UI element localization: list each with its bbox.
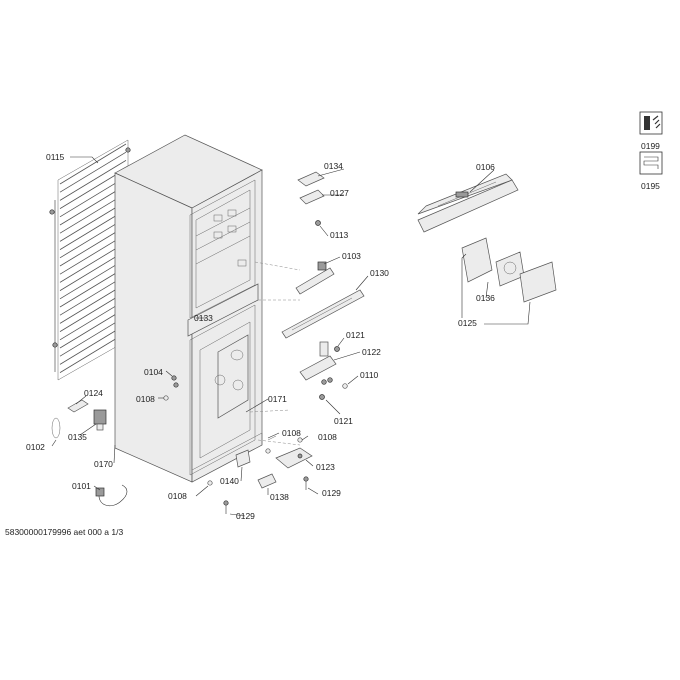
part-labels: 0115 0102 0124 0135 0170 0101 0104 0108 … xyxy=(26,141,660,521)
label-0133: 0133 xyxy=(194,313,213,323)
part-0108-washer-c xyxy=(265,435,277,454)
part-0129-screw-a xyxy=(223,500,229,514)
label-0106: 0106 xyxy=(476,162,495,172)
part-0130-hinge-rail xyxy=(281,289,365,339)
label-0140: 0140 xyxy=(220,476,239,486)
label-0108-a: 0108 xyxy=(136,394,155,404)
label-0115: 0115 xyxy=(46,152,65,162)
part-0140-hinge-block xyxy=(235,449,251,468)
label-0171: 0171 xyxy=(268,394,287,404)
legend-0199-tool-icon xyxy=(639,111,663,135)
label-0134: 0134 xyxy=(324,161,343,171)
part-0104-screws xyxy=(171,375,179,388)
label-0102: 0102 xyxy=(26,442,45,452)
part-0110-screws xyxy=(321,377,348,389)
part-0129-screw-b xyxy=(303,476,309,490)
drawing-reference-footer: 58300000179996 aet 000 a 1/3 xyxy=(5,527,123,537)
coil-tube xyxy=(59,151,127,193)
label-0101: 0101 xyxy=(72,481,91,491)
part-0101-power-cable xyxy=(95,484,128,506)
part-0108-washer-d xyxy=(297,437,303,443)
label-0170: 0170 xyxy=(94,459,113,469)
part-0123-bottom-hinge xyxy=(275,447,313,469)
label-0123: 0123 xyxy=(316,462,335,472)
legend-0195-coil-icon xyxy=(639,151,663,175)
part-0124-bracket xyxy=(67,399,89,413)
part-0122-hinge xyxy=(299,341,337,381)
label-0136: 0136 xyxy=(476,293,495,303)
label-0108-b: 0108 xyxy=(168,491,187,501)
part-0113-screw xyxy=(315,220,321,226)
leader-lines xyxy=(51,156,531,517)
coil-tube xyxy=(59,160,127,201)
fridge-cabinet xyxy=(114,134,263,483)
part-0106-control-panel xyxy=(417,173,519,233)
part-0136-fan-unit xyxy=(461,237,525,287)
label-0138: 0138 xyxy=(270,492,289,502)
part-0127-bracket xyxy=(299,189,325,205)
label-0199: 0199 xyxy=(641,141,660,151)
part-0121-screw-b xyxy=(319,394,325,400)
coil-tube xyxy=(59,143,127,185)
label-0127: 0127 xyxy=(330,188,349,198)
label-0195: 0195 xyxy=(641,181,660,191)
label-0130: 0130 xyxy=(370,268,389,278)
part-0134-bracket xyxy=(297,171,325,187)
label-0113: 0113 xyxy=(330,230,349,240)
label-0124: 0124 xyxy=(84,388,103,398)
label-0103: 0103 xyxy=(342,251,361,261)
part-0108-washer-b xyxy=(207,480,213,486)
label-0110: 0110 xyxy=(360,370,379,380)
assembly-guide-lines xyxy=(249,261,301,446)
part-0108-washer-a xyxy=(163,395,169,401)
label-0108-d: 0108 xyxy=(318,432,337,442)
label-0129-a: 0129 xyxy=(236,511,255,521)
label-0129-b: 0129 xyxy=(322,488,341,498)
label-0121-b: 0121 xyxy=(334,416,353,426)
label-0121-a: 0121 xyxy=(346,330,365,340)
label-0108-c: 0108 xyxy=(282,428,301,438)
part-0103-hinge-plate xyxy=(295,261,335,295)
part-0135-compressor-clip xyxy=(93,409,107,431)
part-0138-cover xyxy=(257,473,277,489)
label-0135: 0135 xyxy=(68,432,87,442)
part-0125-cover xyxy=(519,261,557,303)
label-0104: 0104 xyxy=(144,367,163,377)
part-0121-screw-a xyxy=(334,346,340,352)
label-0125: 0125 xyxy=(458,318,477,328)
part-0102-ring xyxy=(51,417,61,439)
label-0122: 0122 xyxy=(362,347,381,357)
